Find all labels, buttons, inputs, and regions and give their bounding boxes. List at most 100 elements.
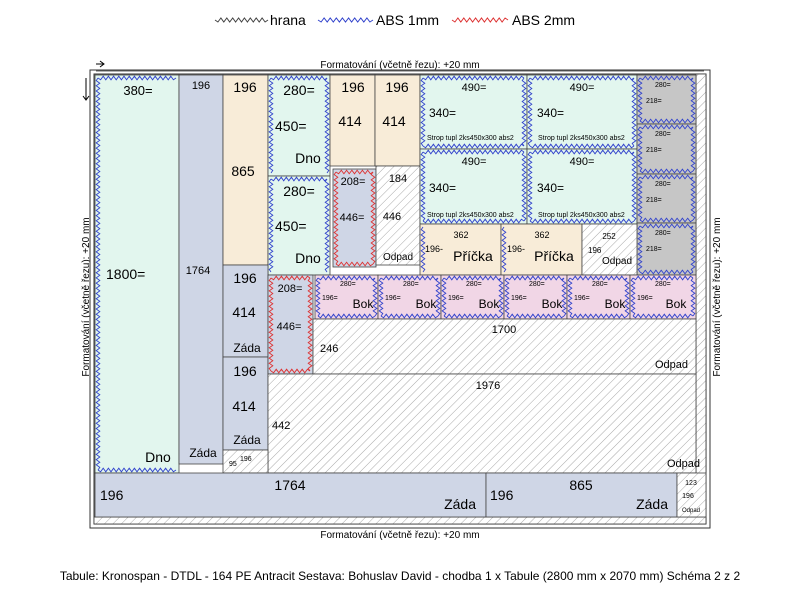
legend-swatch-abs1 [317,17,374,23]
edge-banding-top [380,275,439,281]
part-label: 196 [682,493,694,500]
part-label: 280= [655,281,671,288]
part-label: 246 [320,343,338,355]
edge-banding-left [630,277,636,317]
edge-banding-left [315,277,321,317]
part-label: 218= [646,147,662,154]
part-label: 196= [511,295,527,302]
part-label: Záda [233,341,261,355]
part-label: 252 [602,232,616,241]
left-arrow-icon [82,78,90,101]
part-panel [94,472,487,518]
edge-banding-top [639,75,694,81]
part-label: Dno [295,250,321,266]
part-label: 446 [383,211,401,223]
edge-banding-bottom [335,261,374,267]
part-label: Dno [145,449,171,465]
part-label: 208= [278,283,303,295]
part-label: Strop tupl 2ks450x300 abs2 [427,135,514,142]
part-p26: 280=196=Bok [440,274,505,320]
part-label: 208= [341,176,366,188]
edge-banding-right [690,225,696,273]
edge-banding-bottom [529,143,635,149]
part-label: 196 [233,270,257,286]
part-label: 218= [646,197,662,204]
part-p1: 380=1800=Dno [94,74,180,474]
edge-banding-right [370,171,376,265]
legend-label-abs2: ABS 2mm [512,12,575,28]
part-label: 196 [385,79,409,95]
top-margin-label: Formatování (včetně řezu): +20 mm [320,60,479,71]
edge-banding-bottom [639,168,694,174]
part-p10: 490=340=Strop tupl 2ks450x300 abs2 [419,74,528,150]
edge-banding-right [631,151,637,222]
part-label: 280= [466,281,482,288]
part-label: 442 [272,420,290,432]
part-label: 865 [231,163,255,179]
edge-banding-bottom [443,313,502,319]
part-label: 340= [429,106,456,120]
part-panel [419,74,528,150]
edge-banding-right [561,277,567,317]
part-p13: 490=340=Strop tupl 2ks450x300 abs2 [526,148,638,225]
part-label: Odpad [655,359,688,371]
part-label: 95 [229,461,237,468]
edge-banding-right [690,176,696,221]
part-label: Záda [636,496,668,512]
part-label: Bok [666,297,688,311]
part-p12: 490=340=Strop tupl 2ks450x300 abs2 [419,148,528,225]
edge-banding-left [441,277,447,317]
part-label: Strop tupl 2ks450x300 abs2 [427,212,514,219]
edge-banding-left [268,77,274,174]
part-label: 280= [655,181,671,188]
part-label: 196- [507,244,525,254]
part-panel [374,74,421,167]
part-label: Příčka [534,248,574,264]
edge-banding-top [529,75,635,81]
part-label: 414 [382,113,406,129]
edge-banding-left [420,226,426,273]
edge-banding-top [270,176,328,182]
part-panel [526,74,638,150]
part-label: 414 [232,398,256,414]
part-label: Záda [189,446,217,460]
part-panel [267,74,331,177]
part-label: Bok [416,297,438,311]
edge-banding-left [527,77,533,147]
part-label: 196= [574,295,590,302]
edge-banding-left [637,77,643,122]
edge-banding-right [372,277,378,317]
edge-banding-bottom [639,118,694,124]
part-label: 123 [685,480,697,487]
top-arrow-icon [96,60,105,68]
part-label: 450= [275,218,307,234]
part-label: 196- [425,244,443,254]
edge-banding-right [690,77,696,122]
part-panel [332,168,377,268]
legend-item-hrana: hrana [214,12,306,28]
edge-banding-bottom [639,217,694,223]
edge-banding-bottom [380,313,439,319]
edge-banding-top [422,75,525,81]
right-margin-label: Formatování (včetně řezu): +20 mm [712,217,723,376]
edge-banding-top [639,124,694,130]
legend-item-abs1: ABS 1mm [317,12,439,28]
part-label: 1764 [274,477,305,493]
edge-banding-bottom [97,467,177,473]
edge-banding-left [637,126,643,172]
part-panel [636,74,697,125]
part-panel [267,274,314,375]
part-p25: 280=196=Bok [377,274,442,320]
part-label: 196 [588,246,602,255]
edge-banding-top [335,169,374,175]
edge-banding-left [501,226,507,273]
part-panel [329,74,376,167]
